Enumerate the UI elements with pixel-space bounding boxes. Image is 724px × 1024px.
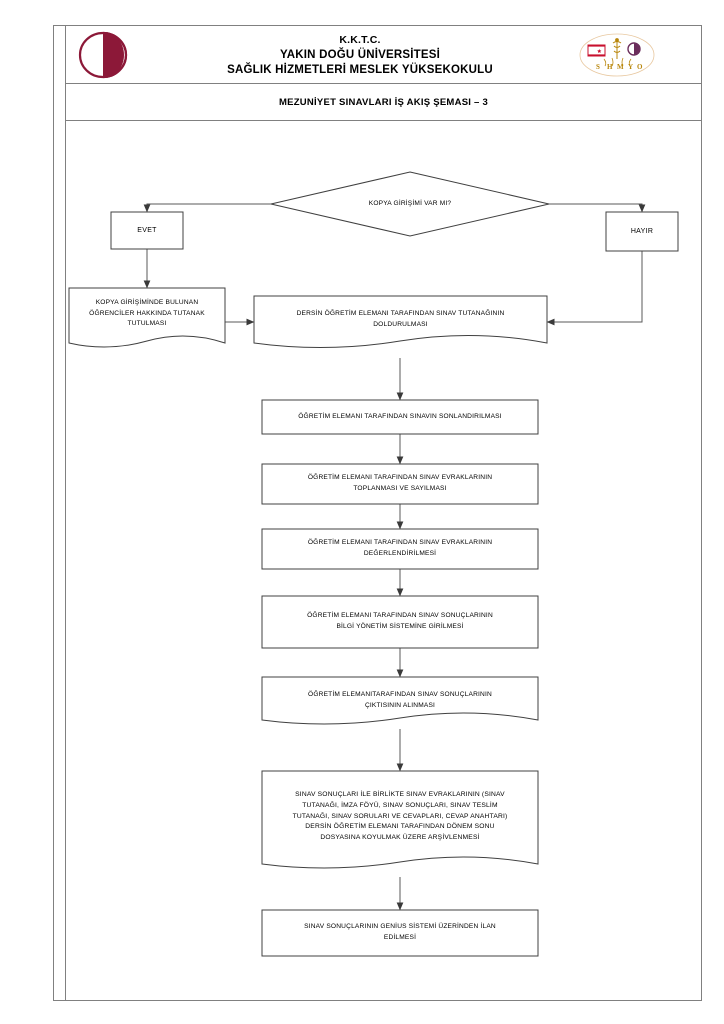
title-cell <box>65 84 702 121</box>
svg-text:M: M <box>617 63 624 71</box>
page-title: MEZUNİYET SINAVLARI İŞ AKIŞ ŞEMASI – 3 <box>278 97 489 108</box>
flow-shapes <box>68 171 679 957</box>
shape-kopya-girisimi-karari <box>270 171 550 237</box>
svg-text:O: O <box>637 63 643 71</box>
neu-mark-icon <box>627 42 641 56</box>
header-line-1: K.K.T.C. <box>339 33 381 46</box>
shape-sinavin-sonlandirilmasi <box>261 399 539 435</box>
shape-evraklarin-arsivlenmesi <box>261 770 539 869</box>
near-east-university-logo <box>78 31 128 79</box>
connector-hayir-to-doldurulmasi <box>546 251 643 326</box>
svg-text:Y: Y <box>628 63 633 71</box>
shmyo-emblem-logo: S H M Y O <box>579 33 655 77</box>
connectors <box>143 203 646 911</box>
svg-text:S: S <box>596 63 600 71</box>
trnc-flag-icon <box>587 44 606 57</box>
caduceus-icon <box>612 38 622 59</box>
connector-decision-to-evet <box>143 203 271 213</box>
shape-evet <box>110 211 184 250</box>
shape-genius-ilan-edilmesi <box>261 909 539 957</box>
shape-tutanak-tutulmasi <box>68 287 226 348</box>
svg-text:H: H <box>607 63 613 71</box>
shape-hayir <box>605 211 679 252</box>
shape-sonuclarin-sisteme-girilmesi <box>261 595 539 649</box>
shmyo-letters: S H M Y O <box>596 63 643 71</box>
shape-ciktisinin-alinmasi <box>261 676 539 725</box>
institution-titles: K.K.T.C. YAKIN DOĞU ÜNİVERSİTESİ SAĞLIK … <box>150 30 570 82</box>
header-line-3: SAĞLIK HİZMETLERİ MESLEK YÜKSEKOKULU <box>227 63 493 76</box>
shape-evraklarin-degerlendirilmesi <box>261 528 539 570</box>
shape-evraklarin-toplanmasi <box>261 463 539 505</box>
header-line-2: YAKIN DOĞU ÜNİVERSİTESİ <box>279 48 441 61</box>
connector-decision-to-hayir <box>549 203 646 213</box>
shape-sinav-tutanagi-doldurulmasi <box>253 295 548 349</box>
